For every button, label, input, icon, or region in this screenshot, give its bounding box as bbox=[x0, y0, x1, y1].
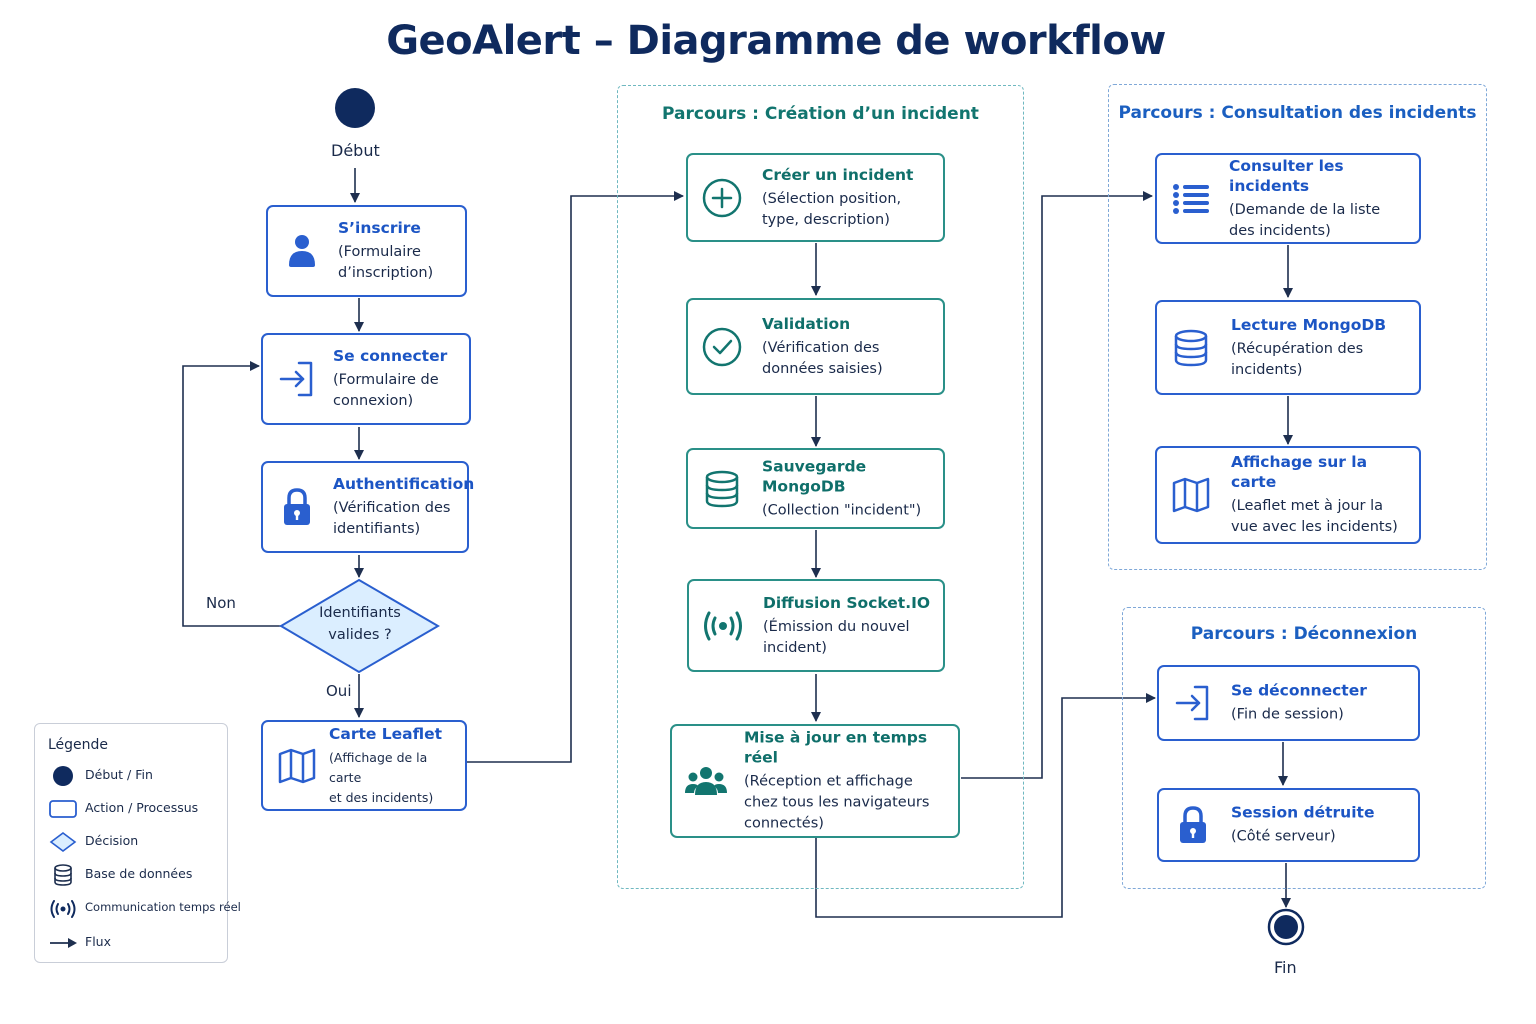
diamond-icon bbox=[49, 832, 77, 852]
map-icon bbox=[278, 748, 316, 783]
node-register-title: S’inscrire bbox=[338, 219, 421, 237]
group-creation: Parcours : Création d’un incident bbox=[617, 85, 1024, 889]
end-node-core bbox=[1274, 915, 1298, 939]
legend-label: Base de données bbox=[85, 866, 193, 881]
login-icon bbox=[279, 361, 313, 397]
node-login[interactable]: Se connecter (Formulaire de connexion) bbox=[261, 333, 471, 425]
database-icon bbox=[705, 470, 739, 507]
lock-icon bbox=[284, 488, 310, 525]
node-display-desc: (Leaflet met à jour la vue avec les inci… bbox=[1231, 498, 1398, 535]
node-create[interactable]: Créer un incident (Sélection position, ty… bbox=[686, 153, 945, 242]
node-auth-desc: (Vérification des identifiants) bbox=[333, 500, 451, 537]
arrow-map-create bbox=[467, 191, 684, 763]
node-destroyed[interactable]: Session détruite (Côté serveur) bbox=[1157, 788, 1420, 862]
legend-item-decision: Décision bbox=[49, 830, 229, 854]
node-broadcast-desc: (Émission du nouvel incident) bbox=[763, 618, 910, 656]
node-destroyed-title: Session détruite bbox=[1231, 803, 1375, 822]
node-list-title: Consulter les incidents bbox=[1229, 156, 1344, 195]
arrow-realtime-disconnect bbox=[815, 693, 1156, 918]
node-validation[interactable]: Validation (Vérification des données sais… bbox=[686, 298, 945, 395]
arrow-right-icon bbox=[50, 938, 77, 948]
check-circle-icon bbox=[702, 327, 742, 366]
group-consultation: Parcours : Consultation des incidents bbox=[1108, 84, 1487, 570]
database-icon bbox=[1174, 329, 1208, 366]
node-read-title: Lecture MongoDB bbox=[1231, 315, 1387, 334]
rectangle-icon bbox=[49, 800, 77, 818]
page-title: GeoAlert – Diagramme de workflow bbox=[386, 18, 1166, 64]
node-map[interactable]: Carte Leaflet (Affichage de la carte et d… bbox=[261, 720, 467, 811]
decision-diamond bbox=[279, 578, 440, 674]
node-login-title: Se connecter bbox=[333, 347, 448, 365]
broadcast-icon bbox=[50, 900, 76, 918]
node-validation-title: Validation bbox=[762, 314, 851, 333]
legend-label: Flux bbox=[85, 934, 111, 949]
node-destroyed-desc: (Côté serveur) bbox=[1231, 828, 1336, 845]
database-icon bbox=[54, 864, 72, 886]
legend-item-start-end: Début / Fin bbox=[49, 764, 229, 788]
map-icon bbox=[1172, 477, 1210, 513]
lock-icon bbox=[1180, 806, 1206, 843]
node-register-desc: (Formulaire d’inscription) bbox=[338, 244, 434, 281]
node-auth-title: Authentification bbox=[333, 475, 475, 493]
logout-icon bbox=[1175, 685, 1209, 721]
node-save[interactable]: Sauvegarde MongoDB (Collection "incident"… bbox=[686, 448, 945, 529]
node-save-title: Sauvegarde MongoDB bbox=[762, 457, 867, 495]
broadcast-icon bbox=[704, 611, 742, 640]
node-realtime-title: Mise à jour en temps réel bbox=[744, 728, 928, 767]
legend-item-database: Base de données bbox=[49, 863, 229, 887]
node-broadcast-title: Diffusion Socket.IO bbox=[763, 593, 931, 612]
legend-title: Légende bbox=[48, 737, 109, 753]
legend-label: Décision bbox=[85, 833, 139, 848]
legend-item-realtime: Communication temps réel bbox=[49, 897, 241, 921]
node-disconnect-title: Se déconnecter bbox=[1231, 681, 1367, 700]
node-save-desc: (Collection "incident") bbox=[762, 502, 922, 518]
node-display-title: Affichage sur la carte bbox=[1231, 453, 1368, 491]
node-read-desc: (Récupération des incidents) bbox=[1231, 340, 1364, 378]
node-broadcast[interactable]: Diffusion Socket.IO (Émission du nouvel i… bbox=[687, 579, 945, 672]
decision-text: Identifiants valides ? bbox=[319, 605, 401, 643]
node-map-desc: (Affichage de la carte et des incidents) bbox=[329, 749, 434, 805]
users-icon bbox=[685, 767, 727, 795]
legend-item-flow: Flux bbox=[49, 931, 229, 955]
decision-yes-label: Oui bbox=[326, 682, 352, 700]
node-display[interactable]: Affichage sur la carte (Leaflet met à jou… bbox=[1155, 446, 1421, 544]
node-create-desc: (Sélection position, type, description) bbox=[762, 190, 902, 228]
group-consultation-title: Parcours : Consultation des incidents bbox=[1118, 103, 1477, 123]
node-realtime-desc: (Réception et affichage chez tous les na… bbox=[744, 773, 930, 832]
legend-label: Début / Fin bbox=[85, 767, 153, 782]
node-map-title: Carte Leaflet bbox=[329, 724, 443, 743]
node-login-desc: (Formulaire de connexion) bbox=[333, 372, 439, 409]
arrow-realtime-list bbox=[961, 191, 1153, 779]
arrow-decision-no bbox=[182, 361, 281, 627]
group-logout: Parcours : Déconnexion bbox=[1122, 607, 1486, 889]
node-disconnect-desc: (Fin de session) bbox=[1231, 706, 1344, 723]
node-create-title: Créer un incident bbox=[762, 165, 914, 184]
node-auth[interactable]: Authentification (Vérification des identi… bbox=[261, 461, 475, 553]
node-disconnect[interactable]: Se déconnecter (Fin de session) bbox=[1157, 665, 1420, 741]
legend-item-action: Action / Processus bbox=[49, 797, 229, 821]
node-list[interactable]: Consulter les incidents (Demande de la li… bbox=[1155, 153, 1421, 244]
group-creation-title: Parcours : Création d’un incident bbox=[662, 104, 979, 124]
start-label: Début bbox=[331, 141, 380, 160]
legend: Légende Début / Fin Action / Processus D… bbox=[34, 723, 241, 963]
decision-no-label: Non bbox=[206, 594, 236, 612]
start-node bbox=[335, 88, 375, 128]
filled-circle-icon bbox=[53, 766, 73, 786]
group-logout-title: Parcours : Déconnexion bbox=[1190, 624, 1418, 644]
node-validation-desc: (Vérification des données saisies) bbox=[762, 339, 883, 377]
user-icon bbox=[289, 235, 315, 267]
legend-label: Communication temps réel bbox=[85, 900, 241, 914]
plus-circle-icon bbox=[702, 178, 742, 217]
end-label: Fin bbox=[1274, 958, 1297, 977]
legend-label: Action / Processus bbox=[85, 800, 199, 815]
node-realtime[interactable]: Mise à jour en temps réel (Réception et a… bbox=[670, 724, 960, 838]
list-icon bbox=[1173, 183, 1209, 214]
node-register[interactable]: S’inscrire (Formulaire d’inscription) bbox=[266, 205, 467, 297]
node-list-desc: (Demande de la liste des incidents) bbox=[1229, 201, 1381, 239]
node-read[interactable]: Lecture MongoDB (Récupération des inciden… bbox=[1155, 300, 1421, 395]
